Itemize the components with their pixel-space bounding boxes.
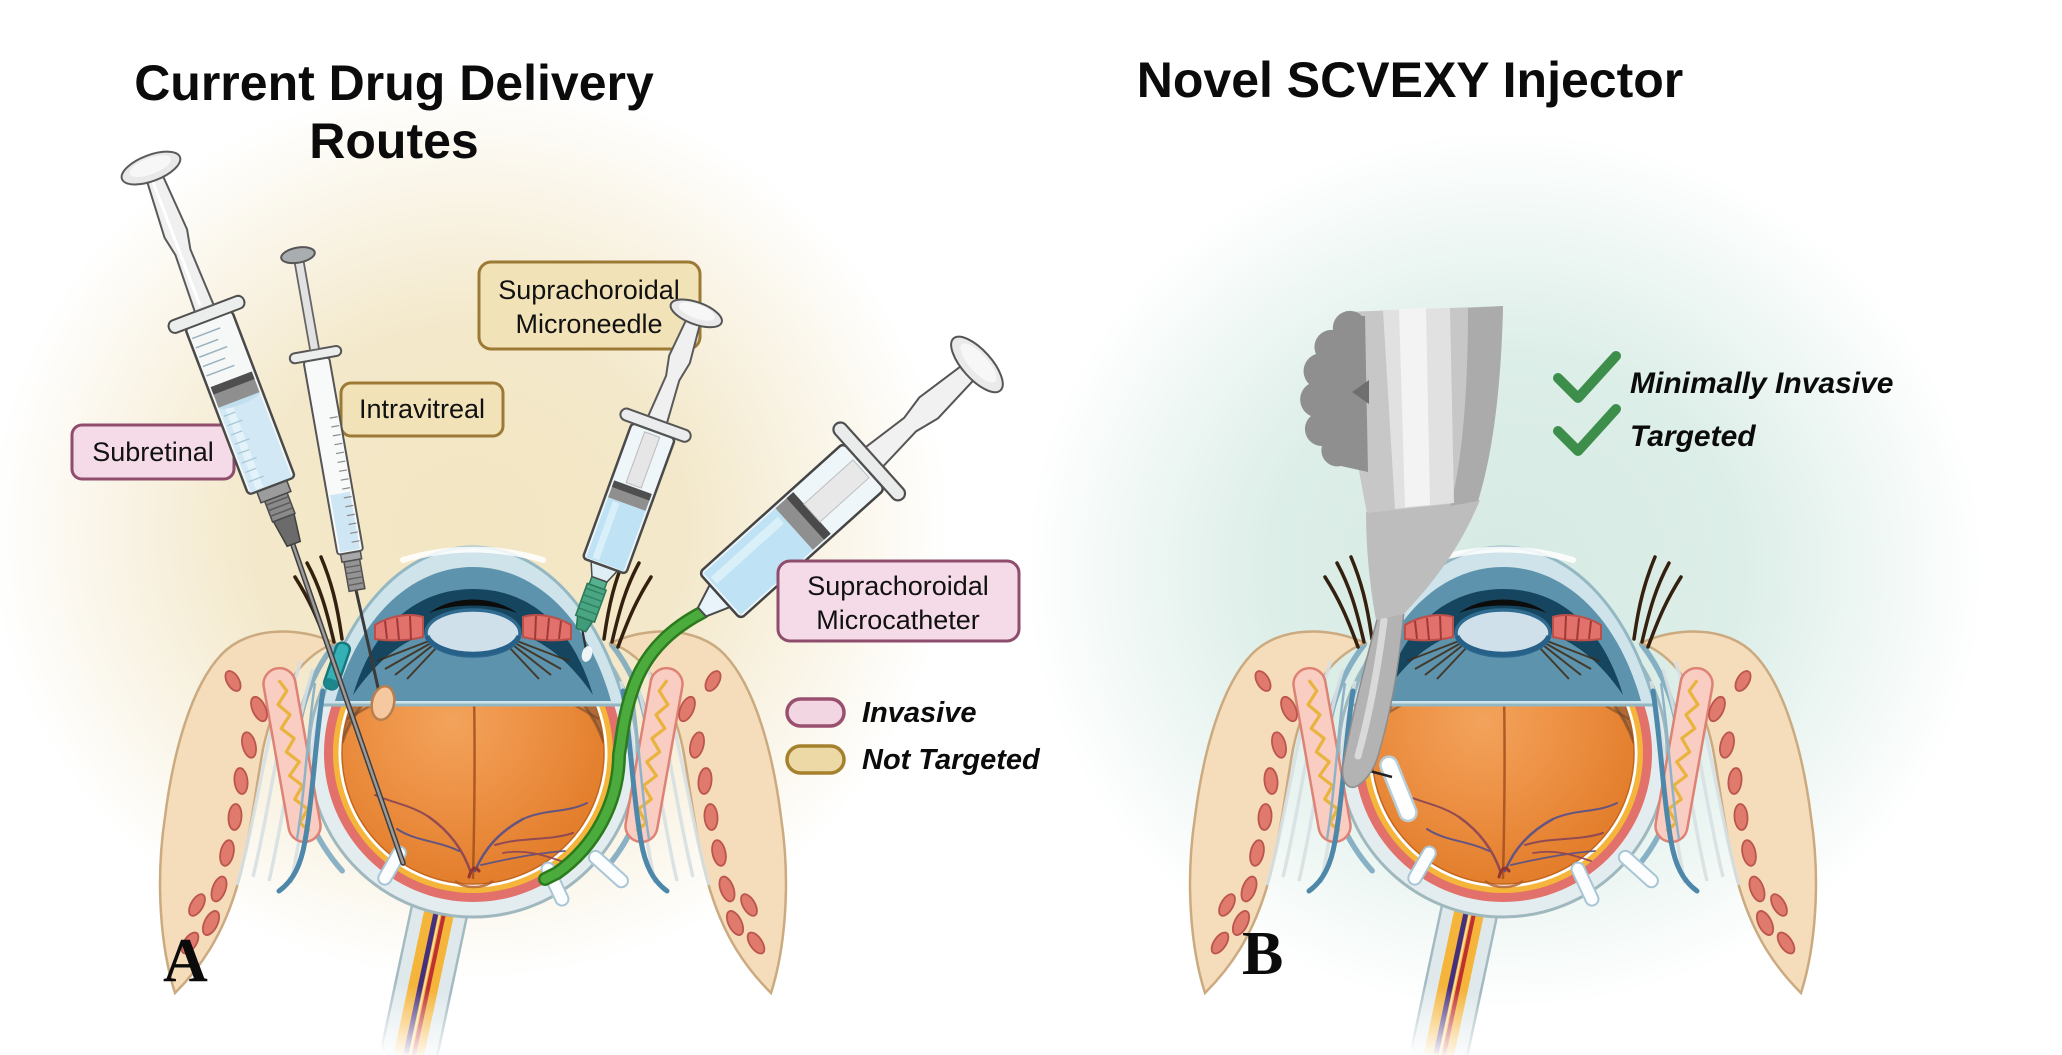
svg-text:Microcatheter: Microcatheter: [816, 605, 980, 635]
injector-wheel-icon: [1300, 310, 1368, 472]
drug-depot: [1379, 755, 1418, 823]
checkmark-icon: [1553, 351, 1621, 403]
panel-b: Novel SCVEXY Injector Minimally Invasive: [1137, 52, 1893, 1055]
label-suprachoroidal-microcatheter: Suprachoroidal Microcatheter: [776, 559, 1021, 643]
microneedle-syringe: [574, 298, 723, 633]
legend-swatch-invasive: [785, 697, 846, 728]
svg-text:Subretinal: Subretinal: [92, 437, 214, 467]
svg-text:Targeted: Targeted: [1630, 420, 1756, 453]
legend-invasive-label: Invasive: [862, 697, 976, 729]
intravitreal-needle: [354, 588, 396, 722]
panel-a-letter: A: [163, 927, 208, 995]
panel-b-title: Novel SCVEXY Injector: [1137, 52, 1683, 108]
drug-bleb: [370, 684, 396, 722]
label-intravitreal: Intravitreal: [339, 381, 505, 438]
panel-a-title-line1: Current Drug Delivery: [134, 55, 654, 111]
scvexy-injector: [1300, 306, 1503, 823]
check-targeted: Targeted: [1553, 404, 1756, 456]
svg-text:Suprachoroidal: Suprachoroidal: [807, 571, 989, 601]
checkmark-icon: [1553, 404, 1621, 456]
panel-a: Current Drug Delivery Routes Subretinal …: [70, 55, 1041, 1055]
svg-text:Minimally Invasive: Minimally Invasive: [1630, 367, 1893, 400]
label-subretinal: Subretinal: [70, 423, 236, 481]
intravitreal-syringe: [280, 246, 366, 593]
panel-a-title-line2: Routes: [309, 113, 478, 169]
legend-not-targeted-label: Not Targeted: [862, 744, 1041, 776]
legend-swatch-not-targeted: [785, 744, 846, 775]
subretinal-syringe: [120, 150, 302, 548]
panel-b-letter: B: [1242, 920, 1283, 988]
subretinal-needle: [290, 542, 406, 866]
microcatheter-syringe: [696, 335, 1004, 619]
microneedle-needle: [580, 627, 593, 662]
microcatheter-tube: [538, 605, 710, 886]
check-minimally-invasive: Minimally Invasive: [1553, 351, 1893, 403]
svg-text:Suprachoroidal: Suprachoroidal: [498, 275, 680, 305]
legend: Invasive Not Targeted: [785, 697, 1041, 776]
svg-text:Microneedle: Microneedle: [515, 309, 662, 339]
label-suprachoroidal-microneedle: Suprachoroidal Microneedle: [477, 260, 702, 351]
svg-text:Intravitreal: Intravitreal: [359, 394, 485, 424]
